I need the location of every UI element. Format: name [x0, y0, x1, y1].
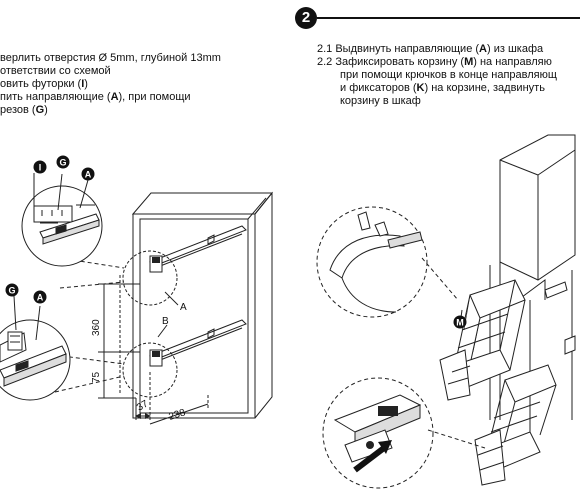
svg-text:G: G: [59, 158, 66, 168]
zoom-detail-bottom: [0, 295, 71, 401]
cabinet-step2: [489, 134, 576, 440]
basket-lower: [474, 364, 557, 486]
dim-75: 75: [91, 371, 102, 383]
step1-line-2: ответствии со схемой: [0, 65, 111, 77]
callout-G-bottom: G: [5, 283, 19, 297]
step2-line-1: 2.1 Выдвинуть направляющие (A) из шкафа: [317, 43, 544, 55]
step2-line-5: корзину в шкаф: [340, 95, 421, 107]
step2-line-3: при помощи крючков в конце направляющ: [340, 69, 557, 81]
step1-line-3: овить футорки (I): [0, 78, 88, 90]
svg-text:G: G: [8, 286, 15, 296]
dim-238: 238: [168, 407, 188, 423]
zoom-detail-hook: [316, 206, 428, 318]
callout-G-top: G: [56, 155, 70, 169]
dim-37: 37: [135, 398, 151, 413]
svg-text:I: I: [39, 163, 42, 173]
step-2-badge: 2: [295, 7, 317, 29]
step-2-rule: [317, 17, 580, 19]
label-B: B: [162, 316, 169, 327]
callout-M: M: [453, 315, 467, 329]
callout-I: I: [33, 160, 47, 174]
label-A: A: [180, 302, 187, 313]
svg-text:A: A: [85, 170, 92, 180]
step2-line-2: 2.2 Зафиксировать корзину (M) на направл…: [317, 56, 552, 68]
step1-line-4: пить направляющие (A), при помощи: [0, 91, 191, 103]
cabinet-drawing: [54, 191, 274, 425]
step1-line-1: верлить отверстия Ø 5mm, глубиной 13mm: [0, 52, 221, 64]
callout-A-bottom: A: [33, 290, 47, 304]
svg-text:A: A: [37, 293, 44, 303]
zoom-detail-latch: [322, 377, 434, 489]
zoom-detail-top: [21, 173, 103, 267]
dim-360: 360: [91, 319, 102, 336]
svg-text:M: M: [456, 318, 464, 328]
step1-line-5: резов (G): [0, 104, 48, 116]
callout-A-top: A: [81, 167, 95, 181]
step2-line-4: и фиксаторов (K) на корзине, задвинуть: [340, 82, 545, 94]
basket-upper: [439, 279, 526, 401]
